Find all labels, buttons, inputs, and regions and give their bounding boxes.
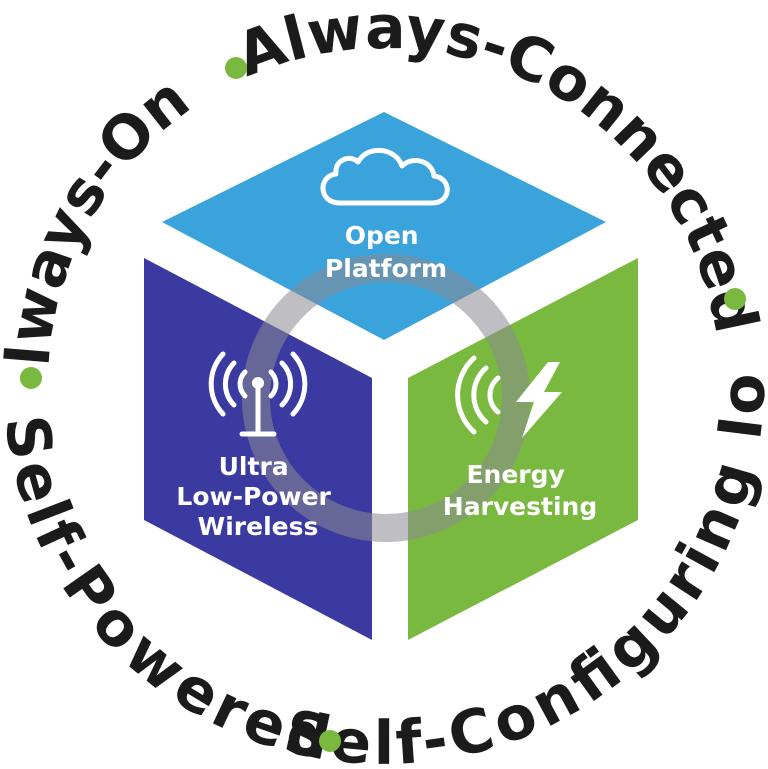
separator-dot-bottom xyxy=(319,730,341,752)
open-platform-label-line1: Open xyxy=(345,221,419,250)
low-power-wireless-label-line3: Wireless xyxy=(198,512,319,541)
energy-harvesting-face xyxy=(408,258,638,640)
cloud-icon xyxy=(320,147,450,206)
separator-dot-left xyxy=(20,367,42,389)
separator-dot-right xyxy=(724,288,746,310)
energy-harvesting-label-line1: Energy xyxy=(466,460,564,489)
low-power-wireless-label-line2: Low-Power xyxy=(176,482,331,511)
open-platform-label-line2: Platform xyxy=(325,254,447,283)
separator-dot-top xyxy=(225,57,247,79)
energy-harvesting-icon xyxy=(455,355,562,438)
wireless-antenna-icon xyxy=(208,351,308,437)
energy-harvesting-label: Energy Harvesting xyxy=(443,460,597,521)
energy-harvesting-label-line2: Harvesting xyxy=(443,492,597,521)
low-power-wireless-label: Ultra Low-Power Wireless xyxy=(176,452,339,541)
open-platform-label: Open Platform xyxy=(325,221,447,283)
low-power-wireless-label-line1: Ultra xyxy=(219,452,289,481)
open-platform-face xyxy=(162,112,606,340)
